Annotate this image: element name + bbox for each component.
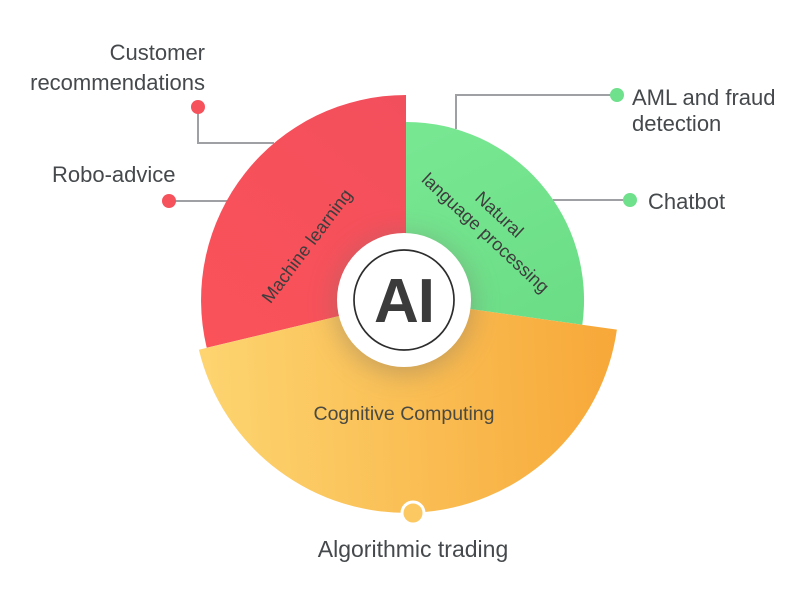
aml-fraud-dot xyxy=(610,88,624,102)
callout-customer-recommendations-line2: recommendations xyxy=(30,70,205,95)
ai-label: AI xyxy=(374,267,434,336)
callout-aml-fraud-line2: detection xyxy=(632,111,721,136)
customer-recommendations-connector xyxy=(197,107,274,144)
robo-advice-dot xyxy=(162,194,176,208)
segment-cognitive-computing xyxy=(198,300,617,513)
callout-aml-fraud-line1: AML and fraud xyxy=(632,85,776,110)
customer-recommendations-dot xyxy=(191,100,205,114)
cognitive-computing-label: Cognitive Computing xyxy=(313,403,494,425)
algorithmic-trading-dot xyxy=(400,500,426,526)
callout-algorithmic-trading: Algorithmic trading xyxy=(318,536,508,562)
center-circle xyxy=(337,233,471,367)
callout-customer-recommendations-line1: Customer xyxy=(110,40,205,65)
chatbot-dot xyxy=(623,193,637,207)
callout-robo-advice: Robo-advice xyxy=(52,162,176,187)
callout-chatbot: Chatbot xyxy=(648,189,725,214)
center-ring xyxy=(353,249,455,351)
aml-fraud-connector xyxy=(455,94,617,129)
